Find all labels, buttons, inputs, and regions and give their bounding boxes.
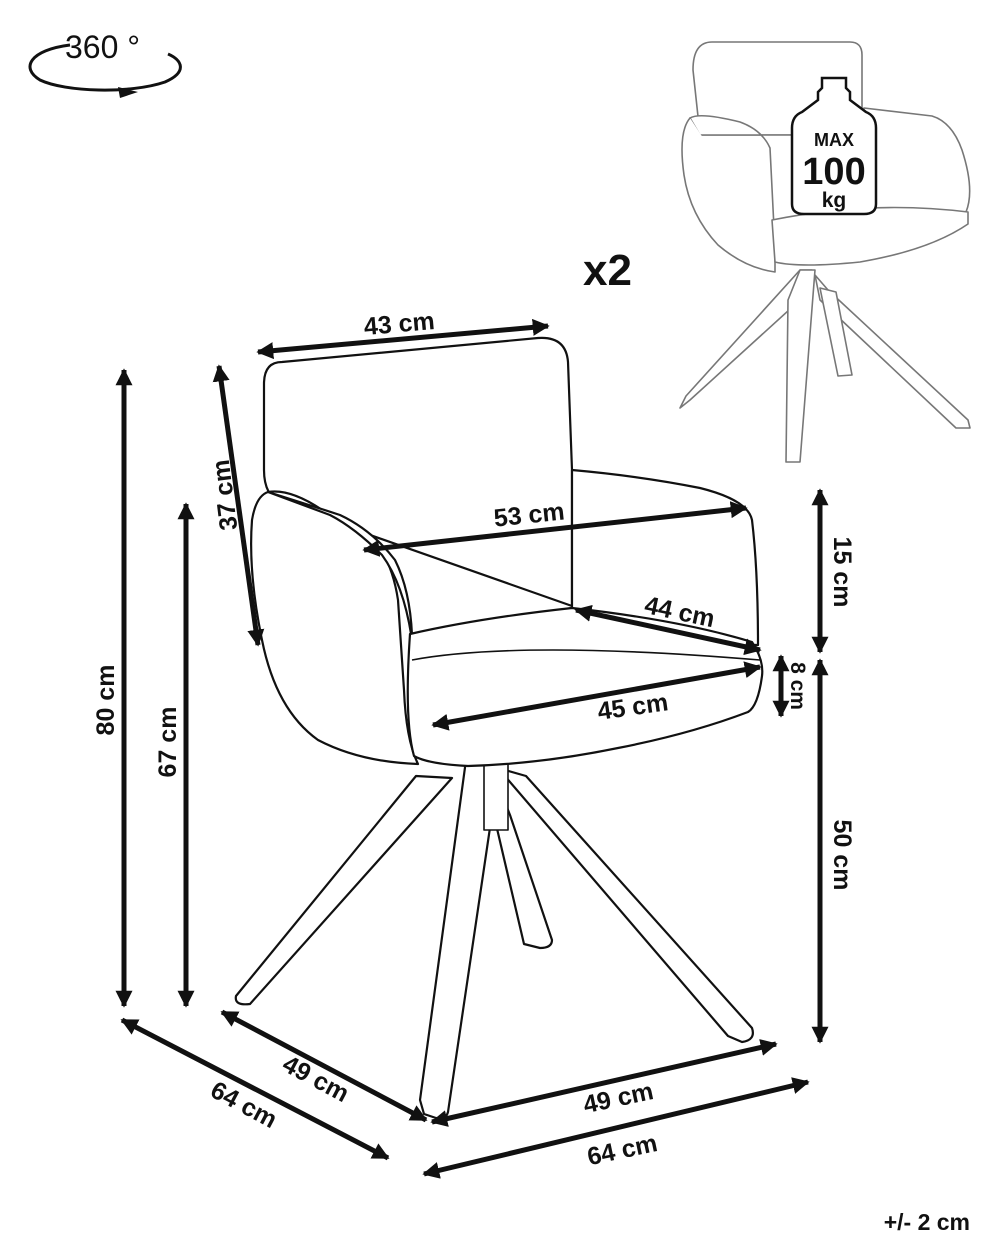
seat-height-label: 50 cm: [828, 820, 856, 891]
base-width-outer-arrow: [422, 1077, 810, 1179]
base-depth-inner-label: 49 cm: [278, 1050, 354, 1108]
dimension-arrows: [115, 318, 829, 1179]
main-chair: [234, 336, 764, 1120]
armrest-height-label: 15 cm: [828, 537, 856, 608]
seat-thickness-label: 8 cm: [786, 662, 809, 710]
armrest-width-arrow: [362, 501, 748, 557]
rotation-360-icon: 360 °: [28, 29, 182, 98]
backrest-height-label: 37 cm: [207, 458, 243, 532]
backrest-height-arrow: [212, 364, 265, 647]
armrest-floor-height-label: 67 cm: [154, 707, 182, 778]
load-max-label: MAX: [814, 130, 854, 150]
rotation-label: 360 °: [65, 29, 140, 65]
backrest-width-arrow: [256, 318, 550, 360]
chair-leg-back: [493, 788, 554, 950]
quantity-label: x2: [583, 246, 632, 295]
tolerance-note: +/- 2 cm: [884, 1209, 970, 1235]
backrest-width-label: 43 cm: [363, 307, 436, 341]
total-height-label: 80 cm: [92, 665, 120, 736]
seat-depth-arrow: [574, 604, 762, 656]
chair-leg-front-left: [234, 774, 454, 1006]
thumbnail-chair: [679, 41, 971, 463]
seat-width-arrow: [431, 661, 762, 731]
load-value-label: 100: [802, 151, 865, 193]
base-depth-outer-arrow: [120, 1017, 390, 1161]
chair-swivel-post: [483, 761, 509, 831]
load-unit-label: kg: [822, 189, 847, 212]
max-load-weight-icon: MAX 100 kg: [790, 76, 878, 216]
base-width-outer-label: 64 cm: [585, 1129, 660, 1171]
